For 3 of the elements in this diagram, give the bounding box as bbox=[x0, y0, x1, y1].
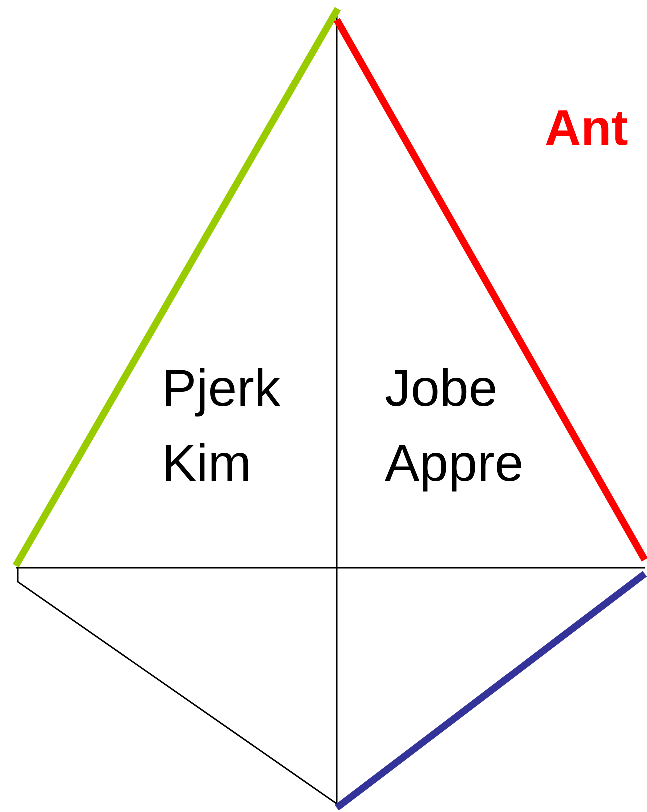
region-label: Jobe Appre bbox=[385, 359, 525, 495]
heading-text: Ant bbox=[545, 99, 630, 158]
region-label: Pjerk Kim bbox=[162, 359, 282, 495]
